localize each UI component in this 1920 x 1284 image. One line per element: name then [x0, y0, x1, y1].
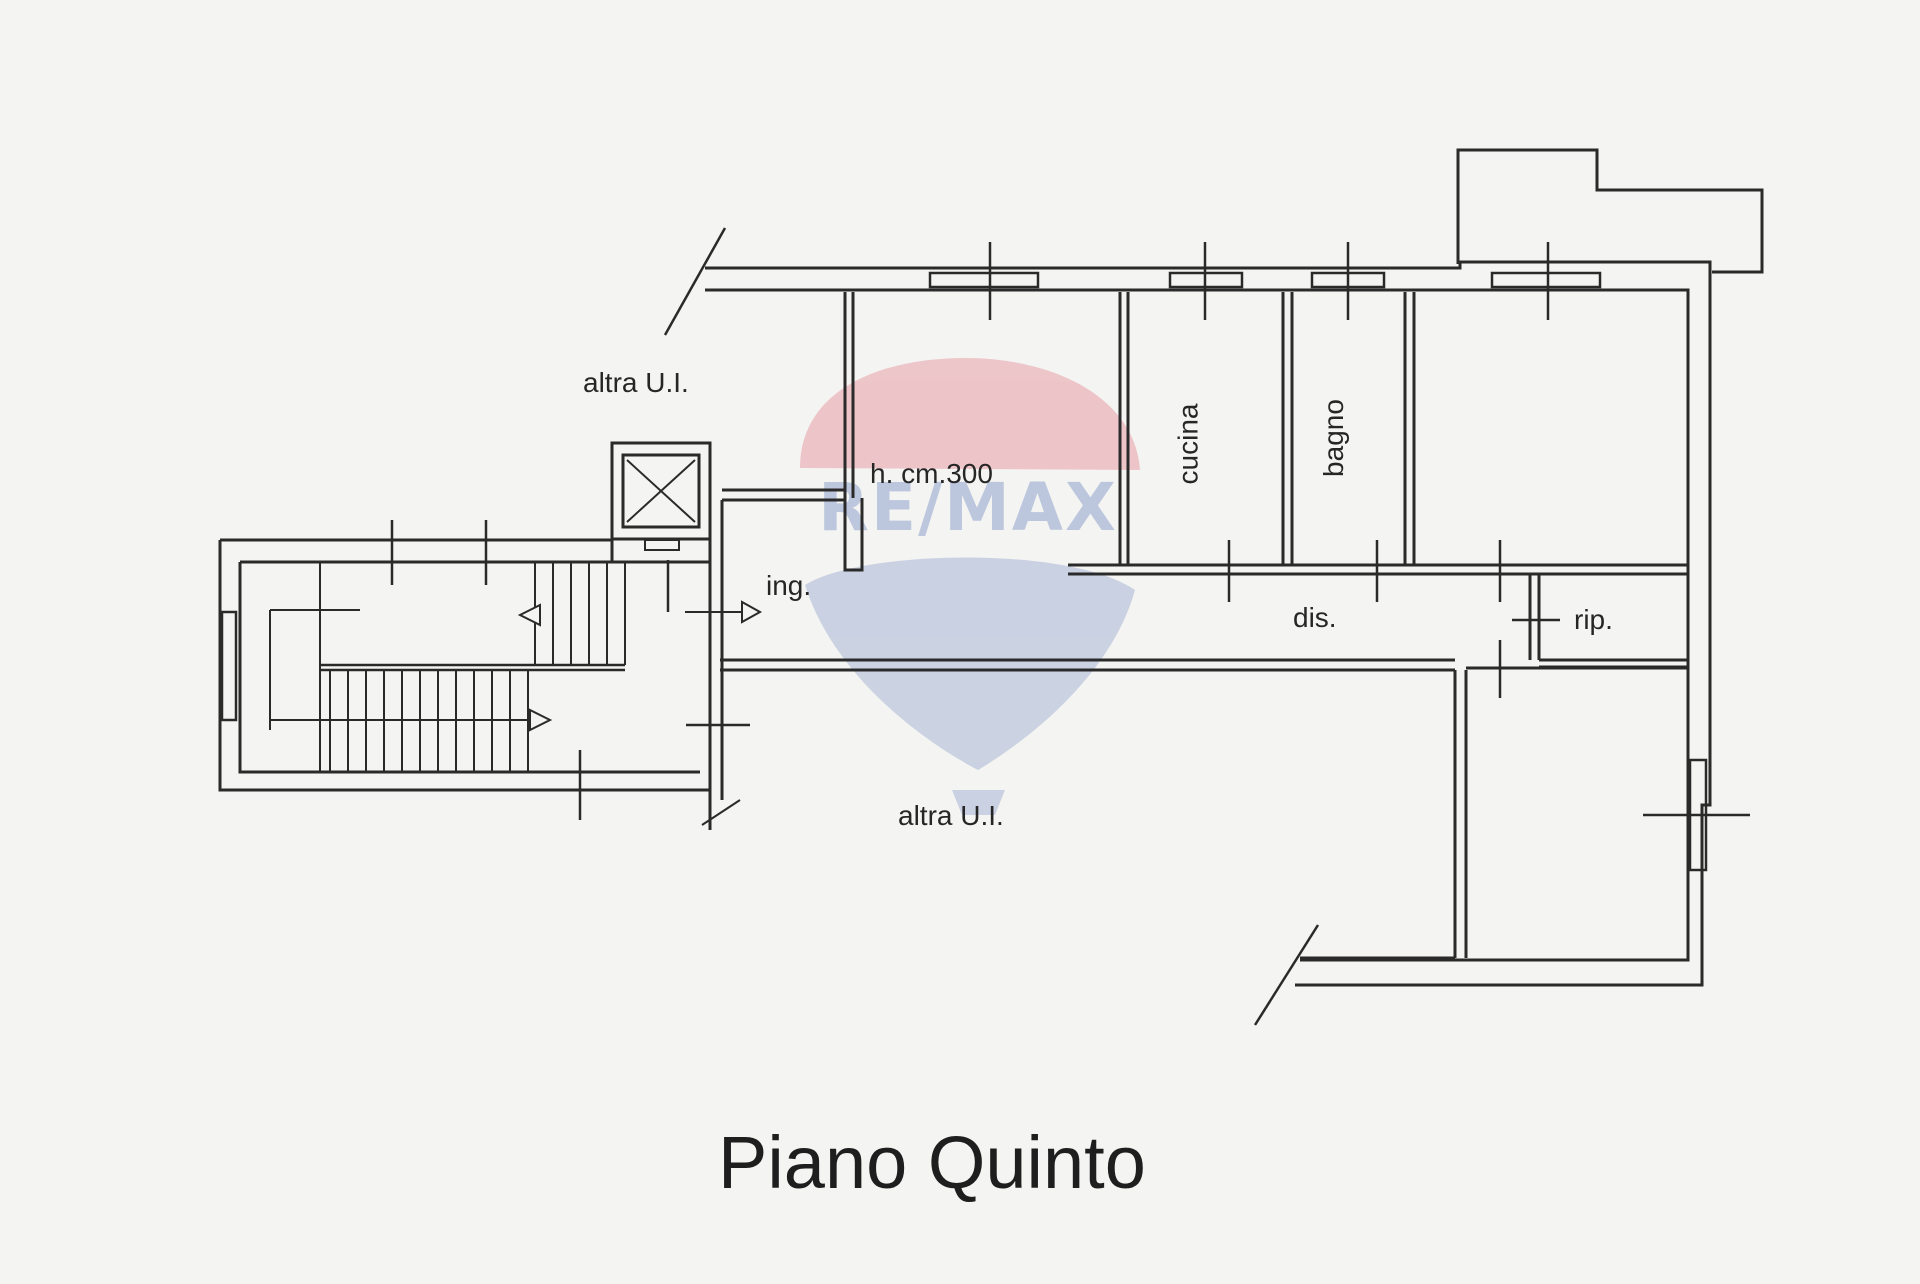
- stair-arrow-down: [529, 708, 553, 732]
- window-room4: [1490, 271, 1602, 289]
- wall-entrance-lower: [708, 668, 724, 830]
- label-other-unit-bottom: altra U.I.: [898, 800, 1004, 831]
- wall-bath-right: [1403, 292, 1416, 565]
- stairwell: [218, 441, 763, 800]
- windows: [220, 242, 1750, 872]
- wall-corridor-bottom: [720, 658, 1455, 672]
- wall-lower-room-left: [1453, 670, 1468, 958]
- outer-wall-inner: [705, 288, 1690, 962]
- break-line-top: [663, 227, 727, 336]
- wall-room1-stub: [843, 498, 864, 572]
- floor-title: Piano Quinto: [718, 1121, 1146, 1204]
- elevator-cross: [626, 459, 696, 523]
- stair-arrow-rail: [269, 609, 540, 730]
- wall-room1-right: [1118, 292, 1130, 565]
- elevator-car: [621, 453, 701, 529]
- label-kitchen: cucina: [1172, 403, 1204, 485]
- entrance-arrow-head: [741, 600, 763, 624]
- wall-entrance-top: [722, 488, 845, 502]
- wall-room1-left: [843, 292, 855, 498]
- label-storage: rip.: [1574, 604, 1613, 635]
- window-room1: [928, 271, 1040, 289]
- stair-arrow-up: [517, 603, 541, 627]
- door-ticks: [390, 520, 1560, 820]
- window-ticks: [988, 242, 1750, 817]
- balcony: [1456, 148, 1764, 274]
- balloon-bottom-blue: [805, 557, 1135, 770]
- stair-treads-upper: [534, 562, 626, 665]
- label-other-unit-top: altra U.I.: [583, 367, 689, 398]
- wall-kitchen-right: [1281, 292, 1294, 565]
- outer-wall-outer: [705, 260, 1712, 987]
- label-hallway: dis.: [1293, 602, 1337, 633]
- remax-watermark: RE/MAX: [800, 358, 1140, 815]
- stair-treads-lower: [329, 670, 529, 772]
- walls: [663, 148, 1764, 1026]
- break-line-small: [701, 799, 741, 826]
- wall-storage-bottom: [1539, 658, 1688, 669]
- remax-logo-text: RE/MAX: [818, 469, 1118, 546]
- elevator-door: [644, 539, 680, 551]
- balloon-top-red: [800, 358, 1140, 470]
- label-ceiling-height: h. cm.300: [870, 458, 993, 489]
- window-stair: [220, 610, 238, 722]
- label-entrance: ing.: [766, 570, 812, 601]
- balloon-basket: [952, 790, 1005, 815]
- stair-mid-rail: [320, 663, 625, 672]
- wall-entrance-left: [708, 500, 724, 668]
- wall-storage-left: [1528, 574, 1541, 660]
- break-line-bottom: [1253, 924, 1320, 1026]
- label-bathroom: bagno: [1317, 399, 1349, 477]
- stair-inner: [238, 560, 700, 774]
